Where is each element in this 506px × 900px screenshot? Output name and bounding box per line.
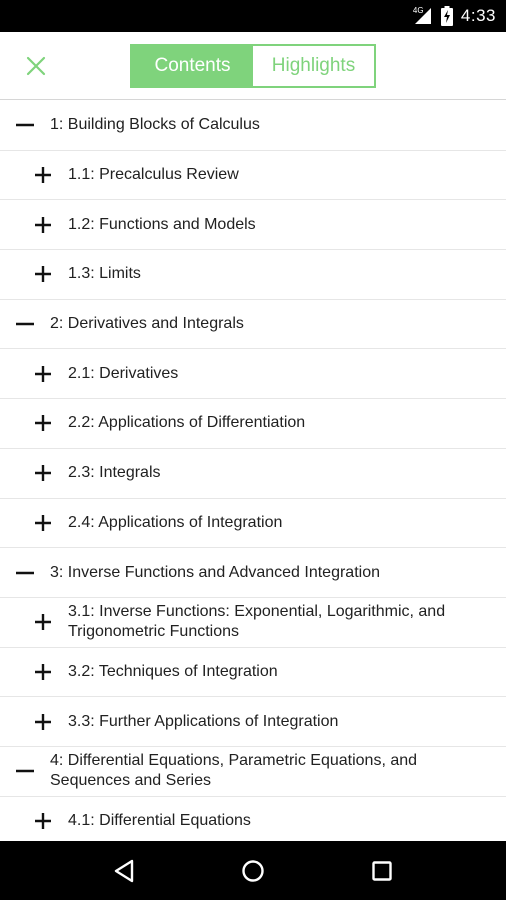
section-label: 4.1: Differential Equations [68, 811, 251, 829]
collapse-minus-icon[interactable] [14, 562, 36, 584]
expand-plus-icon[interactable] [32, 363, 54, 385]
expand-plus-icon[interactable] [32, 263, 54, 285]
tab-highlights[interactable]: Highlights [253, 46, 374, 86]
chapter-label: 3: Inverse Functions and Advanced Integr… [50, 563, 380, 581]
expand-plus-icon[interactable] [32, 412, 54, 434]
segmented-control: Contents Highlights [130, 44, 376, 88]
section-row[interactable]: 2.4: Applications of Integration [0, 499, 506, 549]
section-label: 1.2: Functions and Models [68, 215, 256, 233]
chapter-row[interactable]: 4: Differential Equations, Parametric Eq… [0, 747, 506, 797]
section-label: 2.3: Integrals [68, 464, 161, 482]
section-row[interactable]: 2.3: Integrals [0, 449, 506, 499]
recents-square-icon [371, 860, 392, 881]
section-row[interactable]: 4.1: Differential Equations [0, 797, 506, 841]
section-row[interactable]: 1.1: Precalculus Review [0, 151, 506, 201]
close-button[interactable] [18, 48, 54, 84]
clock: 4:33 [460, 6, 496, 25]
section-label: 2.1: Derivatives [68, 364, 179, 382]
expand-plus-icon[interactable] [32, 711, 54, 733]
section-row[interactable]: 3.3: Further Applications of Integration [0, 697, 506, 747]
expand-plus-icon[interactable] [32, 214, 54, 236]
section-label: 3.1: Inverse Functions: Exponential, Log… [68, 603, 446, 641]
section-row[interactable]: 1.3: Limits [0, 250, 506, 300]
chapter-label: 1: Building Blocks of Calculus [50, 116, 260, 134]
section-row[interactable]: 1.2: Functions and Models [0, 200, 506, 251]
section-label: 1.3: Limits [68, 265, 141, 283]
system-nav-bar [0, 841, 506, 900]
collapse-minus-icon[interactable] [14, 313, 36, 335]
tab-contents[interactable]: Contents [132, 46, 253, 86]
section-row[interactable]: 3.1: Inverse Functions: Exponential, Log… [0, 598, 506, 648]
chapter-row[interactable]: 1: Building Blocks of Calculus [0, 101, 506, 151]
section-label: 1.1: Precalculus Review [68, 166, 239, 184]
home-button[interactable] [229, 847, 277, 895]
chapter-row[interactable]: 3: Inverse Functions and Advanced Integr… [0, 548, 506, 598]
toolbar: Contents Highlights [0, 32, 506, 100]
section-label: 3.3: Further Applications of Integration [68, 712, 339, 730]
section-row[interactable]: 3.2: Techniques of Integration [0, 648, 506, 698]
network-type: 4G [412, 6, 424, 15]
section-label: 3.2: Techniques of Integration [68, 662, 278, 680]
back-triangle-icon [115, 859, 134, 882]
expand-plus-icon[interactable] [32, 512, 54, 534]
chapter-label: 2: Derivatives and Integrals [50, 315, 244, 333]
signal-icon: 4G [412, 6, 433, 24]
back-button[interactable] [100, 847, 148, 895]
expand-plus-icon[interactable] [32, 661, 54, 683]
expand-plus-icon[interactable] [32, 164, 54, 186]
chapter-row[interactable]: 2: Derivatives and Integrals [0, 300, 506, 350]
section-row[interactable]: 2.2: Applications of Differentiation [0, 399, 506, 449]
home-circle-icon [242, 859, 264, 882]
expand-plus-icon[interactable] [32, 611, 54, 633]
battery-charging-icon [440, 6, 453, 26]
close-icon [26, 56, 46, 76]
status-bar: 4G 4:33 [0, 0, 506, 32]
recents-button[interactable] [358, 847, 406, 895]
section-label: 2.4: Applications of Integration [68, 513, 283, 531]
expand-plus-icon[interactable] [32, 810, 54, 832]
collapse-minus-icon[interactable] [14, 114, 36, 136]
section-label: 2.2: Applications of Differentiation [68, 414, 306, 432]
chapter-label: 4: Differential Equations, Parametric Eq… [50, 752, 418, 790]
expand-plus-icon[interactable] [32, 462, 54, 484]
table-of-contents: 1: Building Blocks of Calculus 1.1: Preca… [0, 101, 506, 841]
collapse-minus-icon[interactable] [14, 760, 36, 782]
section-row[interactable]: 2.1: Derivatives [0, 349, 506, 400]
